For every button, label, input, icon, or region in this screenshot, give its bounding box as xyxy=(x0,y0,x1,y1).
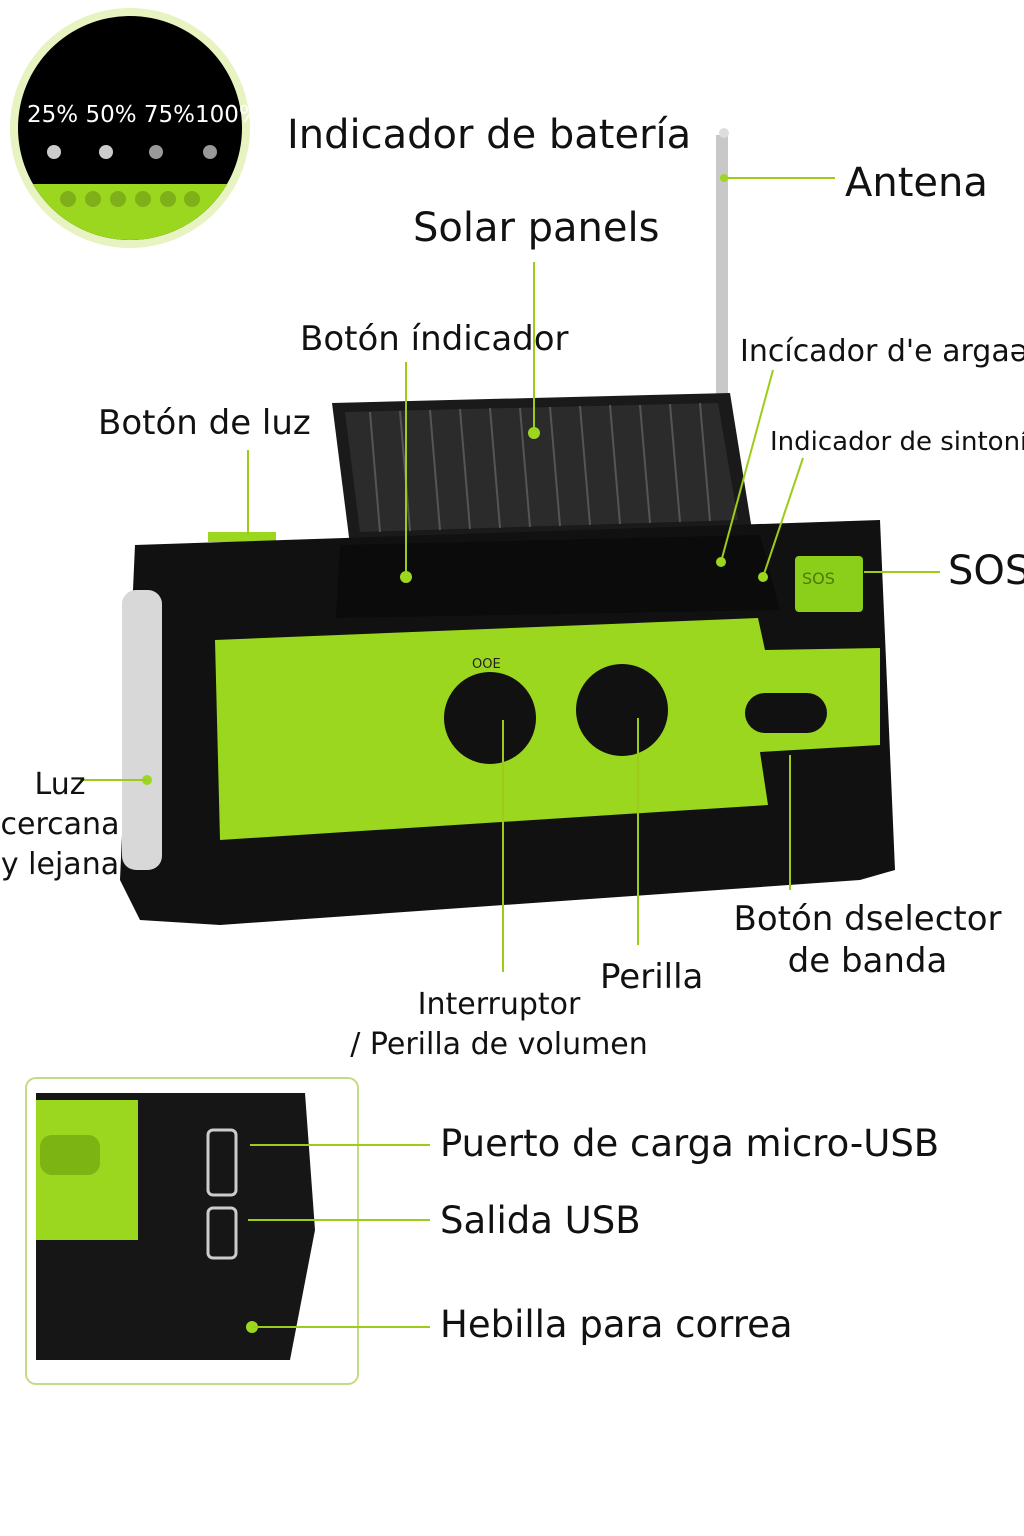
label-knob: Perilla xyxy=(600,957,704,997)
battery-level-25: 25% xyxy=(27,102,79,128)
label-line: Botón dselector xyxy=(733,899,1002,939)
label-band-selector: Botón dselector de banda xyxy=(725,898,1010,982)
radio-body xyxy=(120,520,895,925)
label-sos: SOS xyxy=(948,548,1024,594)
label-tuning-indicator: Indicador de sintonía xyxy=(770,427,1024,457)
battery-level-100: 100% xyxy=(195,102,261,128)
label-charge-indicator: Incícador d'e argaə xyxy=(740,334,1024,369)
sos-button: SOS xyxy=(802,569,835,588)
battery-level-75: 75% xyxy=(143,102,195,128)
label-indicator-button: Botón índicador xyxy=(300,319,569,359)
label-line: y lejana xyxy=(0,847,120,882)
label-usb-output: Salida USB xyxy=(440,1199,641,1242)
label-strap-buckle: Hebilla para correa xyxy=(440,1303,793,1346)
label-antenna: Antena xyxy=(845,160,988,206)
label-line: cercana xyxy=(0,807,120,842)
side-ports-inset xyxy=(36,1093,315,1360)
label-light-near-far: Luz cercana y lejana xyxy=(0,765,130,885)
label-solar-panels: Solar panels xyxy=(413,205,660,251)
knob-scale: OOE xyxy=(472,657,501,672)
battery-indicator-badge xyxy=(10,8,250,248)
battery-levels: 25% 50% 75%100% xyxy=(27,102,261,128)
inset-frame xyxy=(25,1077,359,1385)
battery-level-50: 50% xyxy=(85,102,137,128)
label-battery-indicator: Indicador de batería xyxy=(287,112,692,158)
label-light-button: Botón de luz xyxy=(98,403,311,443)
label-line: / Perilla de volumen xyxy=(350,1027,648,1062)
label-micro-usb-port: Puerto de carga micro-USB xyxy=(440,1122,940,1165)
label-line: Interruptor xyxy=(417,987,581,1022)
leader-lines xyxy=(80,177,940,1328)
label-switch-volume: Interruptor / Perilla de volumen xyxy=(340,985,658,1065)
label-line: Luz xyxy=(34,767,86,802)
antenna xyxy=(716,135,728,395)
label-line: de banda xyxy=(787,941,948,981)
